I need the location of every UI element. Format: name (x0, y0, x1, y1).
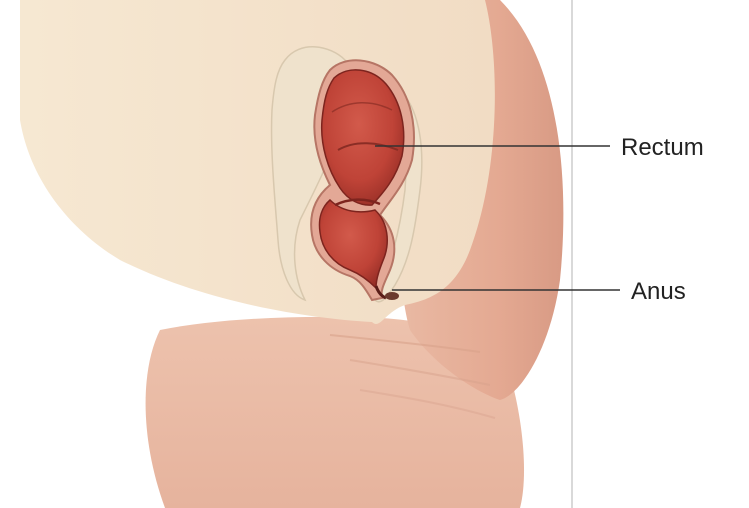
anus-label: Anus (631, 280, 686, 304)
anal-opening (385, 292, 399, 300)
body-shape (20, 0, 495, 324)
rectum-label: Rectum (621, 136, 704, 160)
